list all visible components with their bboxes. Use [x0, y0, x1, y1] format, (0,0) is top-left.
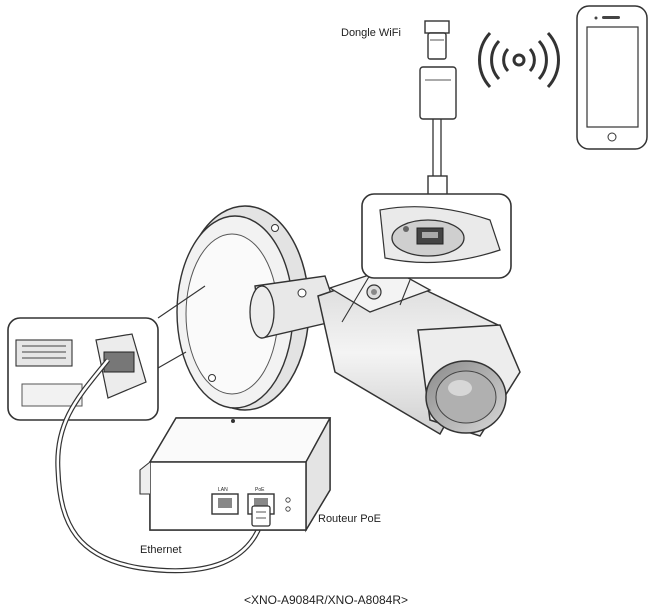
poe-port-label: PoE [255, 487, 265, 493]
ethernet-plug [251, 505, 271, 527]
callout-leader [399, 279, 411, 306]
camera-lens [417, 324, 521, 437]
callout-leader [157, 285, 206, 319]
dongle-label: Dongle WiFi [341, 27, 401, 39]
callout-leader [341, 274, 371, 323]
ethernet-label: Ethernet [140, 544, 182, 556]
callout-leader [157, 351, 187, 369]
ethernet-port-callout [7, 317, 159, 421]
usb-slot-callout [361, 193, 512, 279]
camera-arm [249, 275, 341, 339]
wifi-signal-icon [478, 31, 560, 89]
lan-port-label: LAN [218, 487, 228, 493]
usb-cable [419, 66, 457, 201]
router-label: Routeur PoE [318, 513, 381, 525]
camera-mount [176, 205, 310, 411]
diagram-caption: <XNO-A9084R/XNO-A8084R> [244, 593, 408, 607]
smartphone-icon [576, 5, 648, 150]
usb-dongle-icon [424, 20, 450, 60]
poe-router [139, 417, 332, 533]
